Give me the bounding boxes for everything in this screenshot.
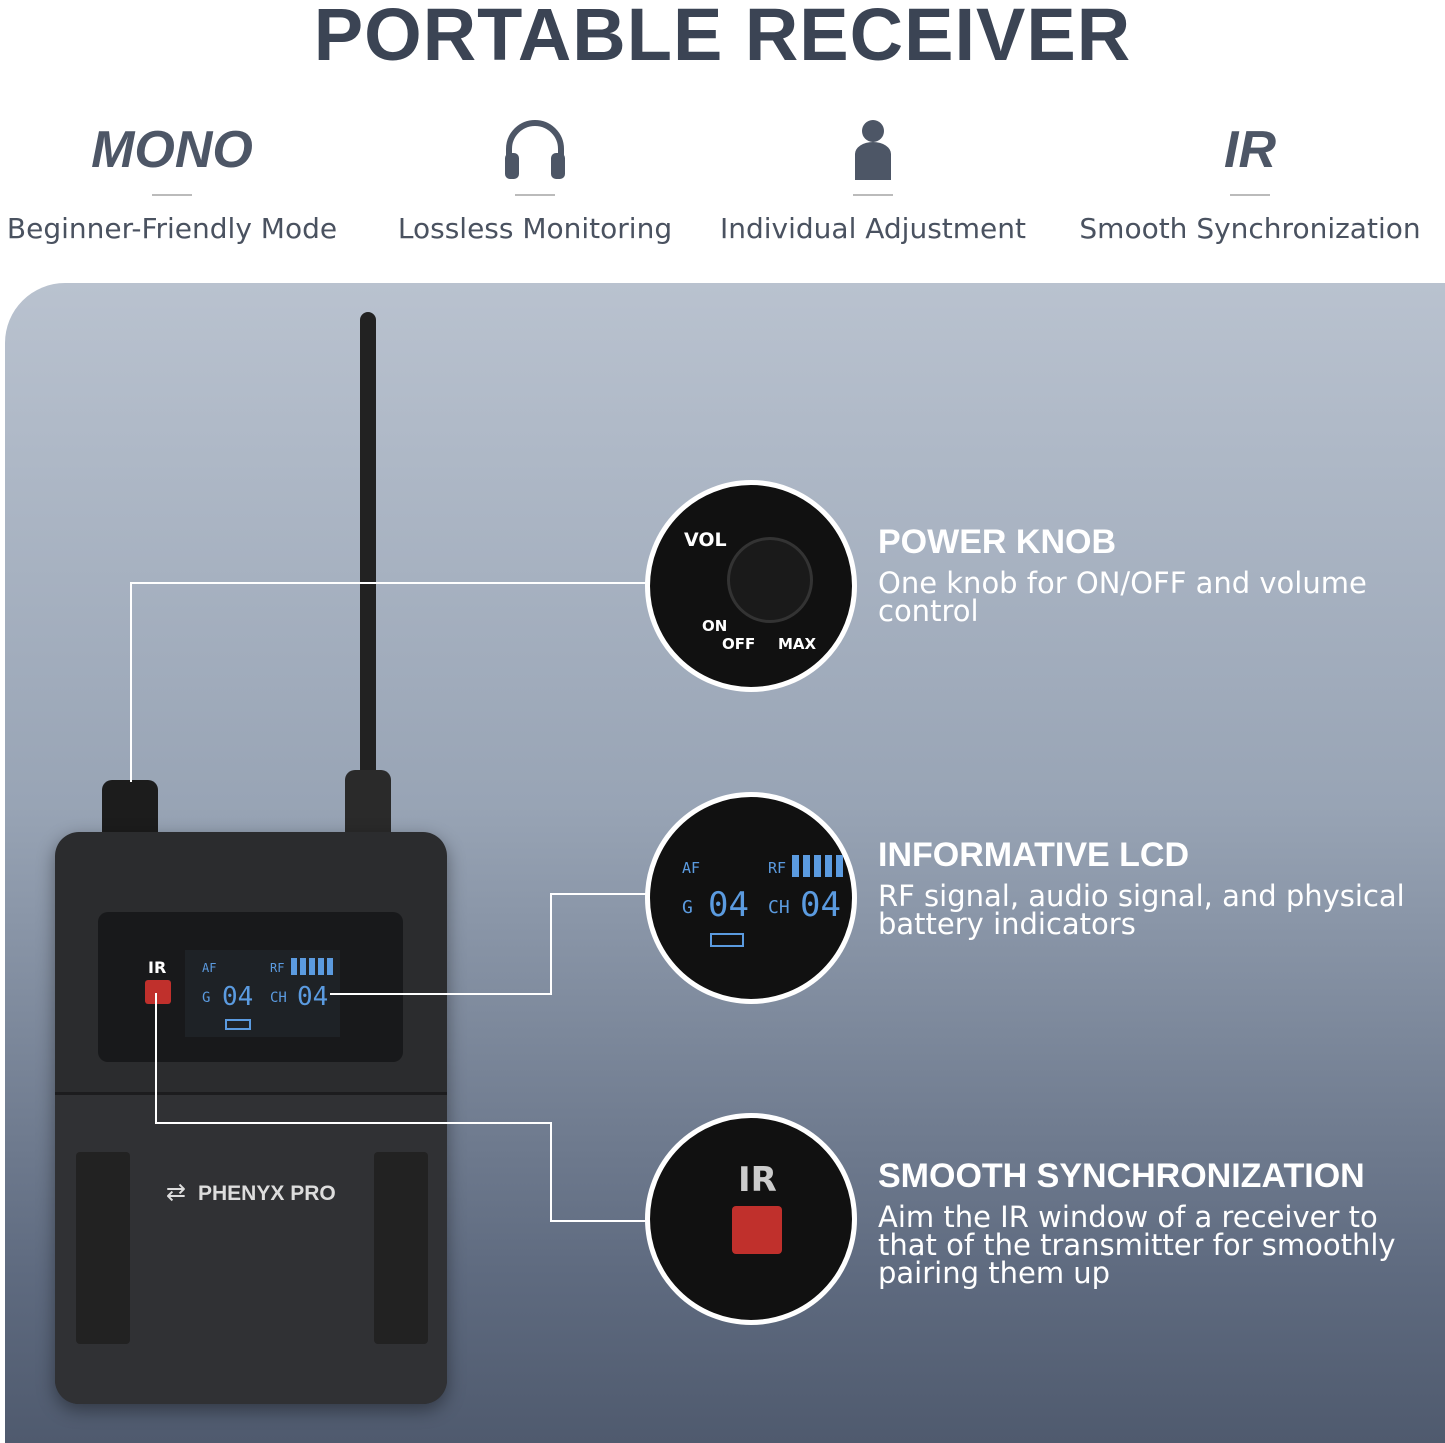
lcd-closeup: AF RF G 04 CH 04 <box>645 792 857 1004</box>
rf-bars <box>291 958 333 975</box>
ch-label: CH <box>270 990 287 1006</box>
g-value: 04 <box>708 885 749 925</box>
ir-icon: IR <box>1224 121 1276 179</box>
rf-bars <box>792 855 846 877</box>
ir-window <box>732 1206 782 1254</box>
off-label: OFF <box>722 635 756 653</box>
headphones-icon <box>355 110 715 190</box>
callout-desc: Aim the IR window of a receiver to that … <box>878 1200 1396 1290</box>
g-label: G <box>202 990 211 1006</box>
side-grip-right <box>374 1152 428 1344</box>
callout-title: POWER KNOB <box>878 523 1116 561</box>
person-icon <box>693 110 1053 190</box>
max-label: MAX <box>778 635 817 653</box>
callout-desc: RF signal, audio signal, and physical ba… <box>878 879 1405 941</box>
af-label: AF <box>682 859 701 877</box>
ch-value: 04 <box>800 885 841 925</box>
side-grip-left <box>76 1152 130 1344</box>
g-value: 04 <box>222 982 254 1012</box>
ir-label: IR <box>148 958 167 977</box>
af-label: AF <box>202 961 217 975</box>
ch-value: 04 <box>297 982 329 1012</box>
rf-label: RF <box>270 961 285 975</box>
feature-label: Lossless Monitoring <box>397 212 673 245</box>
callout-title: INFORMATIVE LCD <box>878 836 1190 874</box>
g-label: G <box>682 897 693 918</box>
brand-arrow-icon: ⇄ <box>166 1178 187 1206</box>
brand-logo: PHENYX PRO <box>198 1182 336 1205</box>
vol-label: VOL <box>684 529 727 551</box>
feature-label: Individual Adjustment <box>719 212 1027 245</box>
feature-lossless: Lossless Monitoring <box>355 110 715 245</box>
callout-title: SMOOTH SYNCHRONIZATION <box>878 1157 1365 1195</box>
feature-label: Smooth Synchronization <box>1079 212 1421 245</box>
battery-icon <box>225 1019 251 1030</box>
power-knob-closeup: VOL ON OFF MAX <box>645 480 857 692</box>
feature-label: Beginner-Friendly Mode <box>6 212 338 245</box>
battery-icon <box>710 933 744 947</box>
antenna <box>360 312 376 782</box>
mono-icon: MONO <box>91 121 253 179</box>
ch-label: CH <box>768 897 790 918</box>
page-title: PORTABLE RECEIVER <box>313 0 1132 76</box>
ir-label: IR <box>738 1160 777 1200</box>
feature-ir: IR Smooth Synchronization <box>1070 110 1430 245</box>
antenna-base <box>345 770 391 838</box>
ir-closeup: IR <box>645 1113 857 1325</box>
rf-label: RF <box>768 859 787 877</box>
on-label: ON <box>702 617 728 635</box>
feature-mono: MONO Beginner-Friendly Mode <box>0 110 352 245</box>
feature-individual: Individual Adjustment <box>693 110 1053 245</box>
power-knob <box>102 780 158 838</box>
callout-desc: One knob for ON/OFF and volume control <box>878 566 1367 628</box>
knob <box>730 540 810 620</box>
ir-window <box>145 980 171 1004</box>
